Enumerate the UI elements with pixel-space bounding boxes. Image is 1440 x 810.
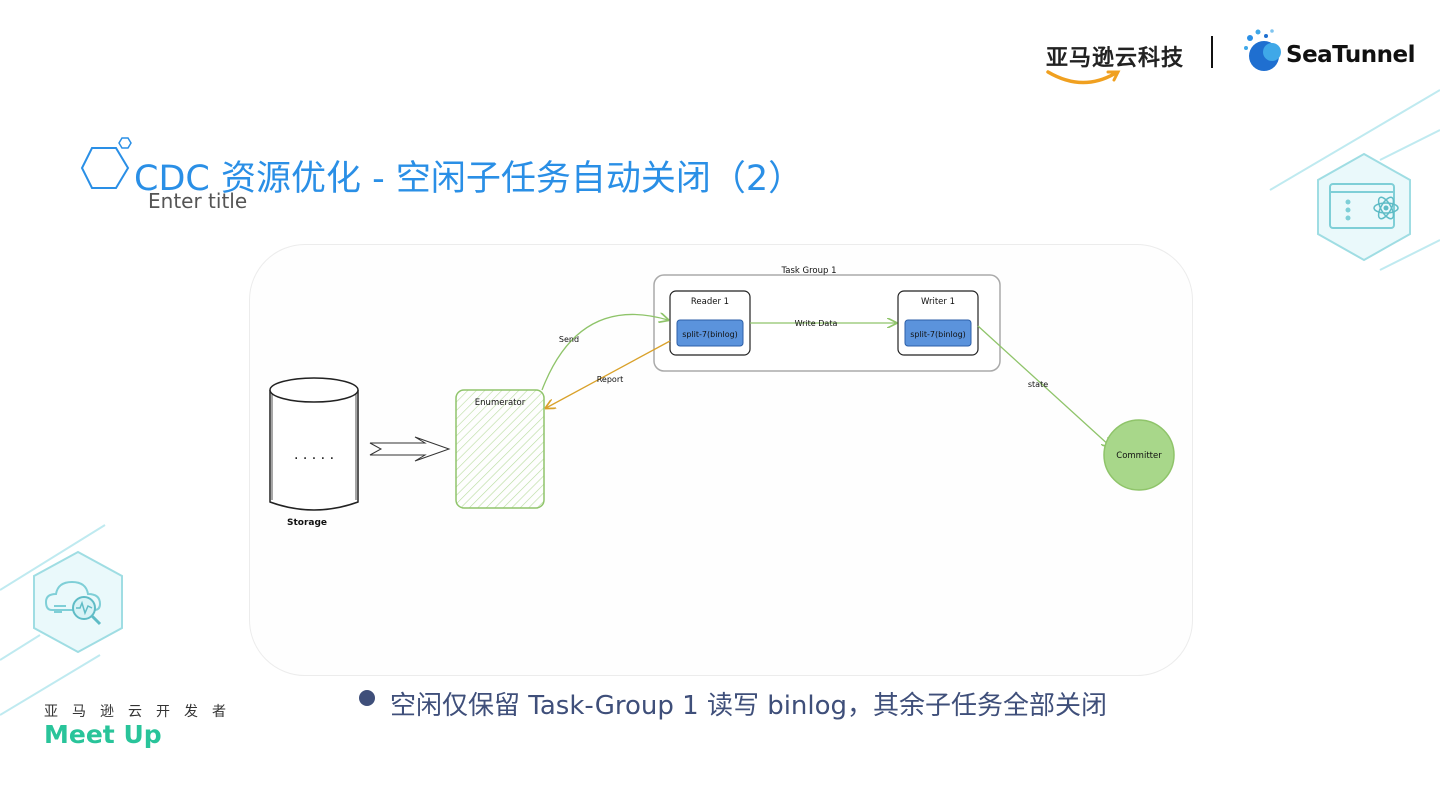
reader-split-box — [676, 319, 744, 347]
state-label: state — [1028, 380, 1048, 389]
meetup-en-label: Meet Up — [44, 720, 162, 749]
write-data-label: Write Data — [795, 319, 838, 328]
send-arrow — [541, 314, 668, 391]
bullet-dot — [359, 690, 375, 706]
reader-split-label: split-7(binlog) — [682, 330, 738, 339]
reader-label: Reader 1 — [691, 297, 729, 307]
writer-split-label: split-7(binlog) — [910, 330, 966, 339]
report-label: Report — [597, 375, 624, 384]
storage-cylinder — [269, 377, 359, 511]
committer-circle — [1103, 419, 1175, 491]
bullet-text: 空闲仅保留 Task-Group 1 读写 binlog，其余子任务全部关闭 — [390, 691, 1108, 721]
writer-label: Writer 1 — [921, 297, 955, 307]
decor-lines-bottom-left — [0, 524, 106, 716]
meetup-cn-label: 亚马逊云开发者 — [44, 704, 240, 720]
slide-subtitle: Enter title — [148, 189, 248, 213]
atom-hexagon-icon — [1317, 152, 1411, 262]
state-arrow — [977, 325, 1111, 447]
slide-title: CDC 资源优化 - 空闲子任务自动关闭（2） — [134, 159, 804, 199]
decor-lines-top-right — [1269, 89, 1440, 271]
report-arrow — [546, 340, 671, 408]
task-group-label: Task Group 1 — [780, 266, 836, 276]
amazon-smile-icon — [1046, 70, 1121, 85]
send-label: Send — [559, 335, 579, 344]
storage-label: Storage — [287, 518, 327, 528]
aws-brand-text: 亚马逊云科技 — [1046, 46, 1185, 71]
storage-to-enumerator-arrow — [369, 436, 451, 462]
brand-divider — [1211, 36, 1213, 68]
committer-label: Committer — [1116, 451, 1162, 461]
enumerator-label: Enumerator — [475, 398, 526, 408]
seatunnel-brand-text: SeaTunnel — [1286, 42, 1415, 68]
writer-split-box — [904, 319, 972, 347]
seatunnel-logo-icon — [1244, 29, 1281, 71]
cloud-search-hexagon-icon — [33, 550, 123, 654]
title-hexagon-icon — [80, 137, 132, 189]
enumerator-box — [455, 389, 545, 509]
storage-dots: · · · · · — [294, 451, 334, 467]
cdc-diagram: · · · · · Storage Enumerator Task Group … — [269, 266, 1175, 528]
